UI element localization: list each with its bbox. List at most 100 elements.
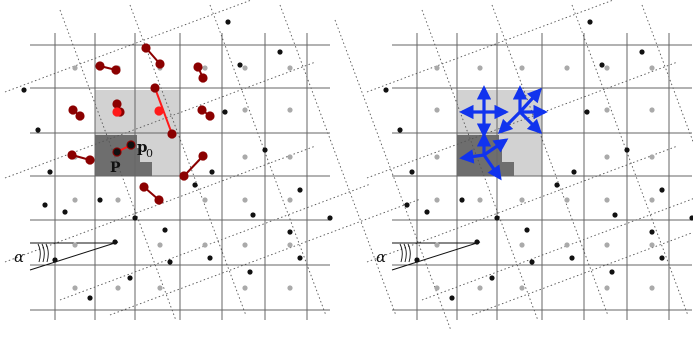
p0-label: p [137, 138, 148, 156]
lattice-point [459, 197, 465, 203]
lattice-point [277, 49, 283, 55]
grid-point [649, 242, 655, 248]
lattice-point [529, 259, 535, 265]
lattice-line [109, 199, 420, 316]
lattice-point [587, 19, 593, 25]
lattice-line [421, 198, 693, 301]
grid-point [242, 65, 248, 71]
lattice-line [366, 146, 677, 263]
lattice-line [59, 184, 370, 301]
lattice-point [554, 182, 560, 188]
link-node-active [154, 106, 164, 116]
angle-arc [37, 243, 41, 263]
grid-point [287, 65, 293, 71]
lattice-point [192, 182, 198, 188]
link-node [112, 99, 122, 109]
lattice-line [59, 9, 176, 320]
lattice-line [4, 0, 253, 93]
grid-point [242, 154, 248, 160]
link-node [75, 111, 85, 121]
grid-point [519, 242, 525, 248]
arrow [483, 138, 509, 157]
lattice-point [222, 109, 228, 115]
grid-point [519, 65, 525, 71]
grid-point [519, 285, 525, 291]
grid-point [434, 65, 440, 71]
lattice-point [383, 87, 389, 93]
p0-subscript: 0 [146, 147, 153, 160]
lattice-point [52, 257, 58, 263]
link-node [179, 171, 189, 181]
link-node [67, 150, 77, 160]
lattice-point [639, 49, 645, 55]
lattice-point [162, 227, 168, 233]
link-node [139, 182, 149, 192]
lattice-point [132, 215, 138, 221]
grid-point [604, 242, 610, 248]
lattice-point [297, 255, 303, 261]
link-node [150, 83, 160, 93]
lattice-point [47, 169, 53, 175]
angle-arc [399, 243, 403, 263]
grid-point [72, 285, 78, 291]
point-p [113, 148, 121, 156]
link-node-active [112, 107, 122, 117]
lattice-point [524, 227, 530, 233]
grid-point [287, 285, 293, 291]
grid-point [604, 154, 610, 160]
lattice-point [659, 255, 665, 261]
grid-point [242, 285, 248, 291]
lattice-point [494, 215, 500, 221]
grid-point [649, 285, 655, 291]
lattice-point [167, 259, 173, 265]
grid-point [604, 65, 610, 71]
left-panel: α p0P [4, 0, 451, 330]
grid-point [434, 154, 440, 160]
dark-region [95, 135, 152, 176]
grid-point [115, 197, 121, 203]
grid-point [649, 154, 655, 160]
lattice-point [624, 147, 630, 153]
lattice-point [327, 215, 333, 221]
lattice-line [491, 4, 608, 315]
lattice-line [4, 62, 315, 179]
grid-point [202, 65, 208, 71]
link-node [141, 43, 151, 53]
lattice-point [649, 229, 655, 235]
link-node [111, 65, 121, 75]
grid-point [649, 107, 655, 113]
grid-point [202, 242, 208, 248]
grid-point [649, 197, 655, 203]
lattice-point [612, 212, 618, 218]
lattice-point [489, 275, 495, 281]
grid-point [242, 107, 248, 113]
grid-point [287, 197, 293, 203]
lattice-line [334, 19, 451, 330]
lattice-point [569, 255, 575, 261]
arrow [497, 110, 522, 135]
link-node [154, 195, 164, 205]
lattice-point [87, 295, 93, 301]
grid-point [604, 285, 610, 291]
grid-point [564, 197, 570, 203]
angle-arc [403, 243, 407, 263]
link-node [85, 155, 95, 165]
grid-point [434, 107, 440, 113]
lattice-point [424, 209, 430, 215]
lattice-point [209, 169, 215, 175]
alpha-label: α [14, 248, 24, 266]
link-node [155, 59, 165, 69]
link-node [167, 129, 177, 139]
lattice-line [421, 9, 538, 320]
grid-point [649, 65, 655, 71]
grid-point [434, 285, 440, 291]
link-node [205, 111, 215, 121]
lattice-line [366, 0, 615, 93]
p-label: P [110, 160, 121, 176]
lattice-line [366, 62, 677, 179]
angle-ray-line [391, 241, 481, 271]
lattice-point [609, 269, 615, 275]
lattice-point [207, 255, 213, 261]
angle-arc [41, 243, 45, 263]
lattice-point [127, 275, 133, 281]
